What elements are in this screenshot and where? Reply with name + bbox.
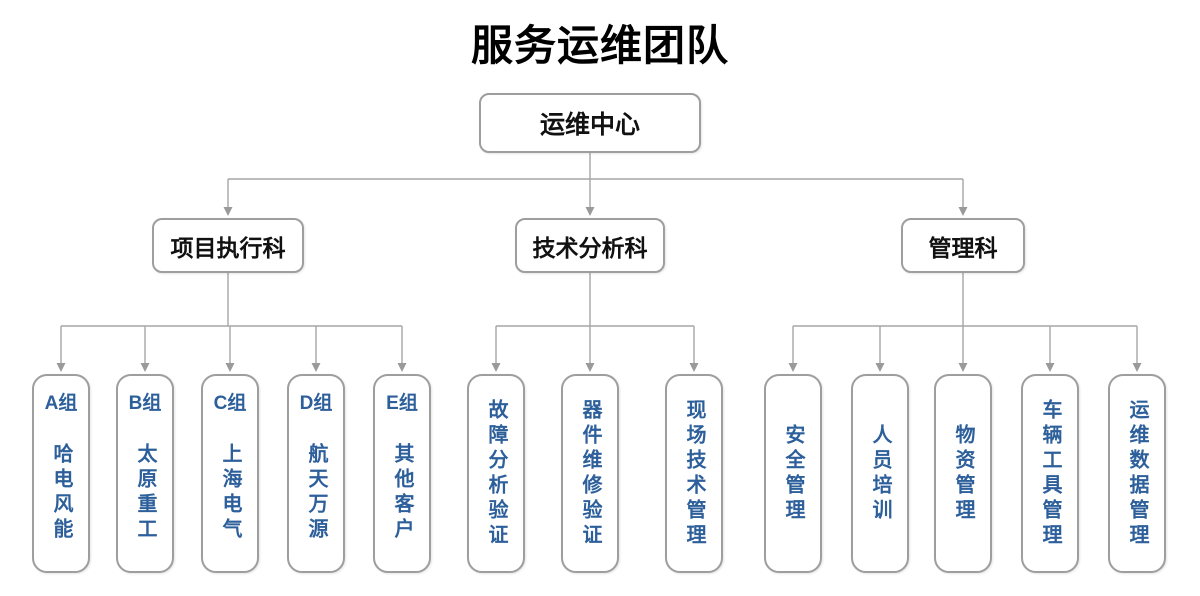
node-label: 其他客户: [391, 443, 413, 543]
arrowheads: [56, 207, 1142, 372]
node-label: 安全管理: [782, 423, 804, 524]
node-label: 车辆工具管理: [1039, 398, 1061, 549]
node-section-project-execution: 项目执行科: [152, 218, 304, 273]
node-label: 运维数据管理: [1126, 398, 1148, 549]
group-label: D组: [299, 393, 333, 414]
node-safety-management: 安全管理: [764, 374, 822, 573]
connector-paths: [60, 153, 1138, 363]
chart-title: 服务运维团队: [470, 22, 729, 69]
node-fault-analysis-verification: 故障分析验证: [467, 374, 525, 573]
node-label: 物资管理: [952, 423, 974, 524]
section-label: 管理科: [928, 234, 998, 261]
node-label: 现场技术管理: [683, 398, 705, 549]
node-label: 器件维修验证: [579, 398, 601, 549]
section-label: 项目执行科: [170, 234, 286, 261]
node-group-d-aerospace-wanyuan: D组 航天万源: [287, 374, 345, 573]
node-group-b-taiyuan-heavy: B组 太原重工: [116, 374, 174, 573]
node-group-c-shanghai-electric: C组 上海电气: [201, 374, 259, 573]
node-group-a-hadian-wind: A组 哈电风能: [32, 374, 90, 573]
node-label: 航天万源: [305, 443, 327, 543]
node-root-label: 运维中心: [539, 111, 640, 139]
node-component-repair-verification: 器件维修验证: [561, 374, 619, 573]
node-group-e-other-customers: E组 其他客户: [373, 374, 431, 573]
group-label: A组: [44, 393, 78, 414]
node-personnel-training: 人员培训: [851, 374, 909, 573]
node-label: 人员培训: [869, 423, 891, 524]
node-om-data-management: 运维数据管理: [1108, 374, 1166, 573]
node-label: 太原重工: [134, 443, 156, 543]
node-label: 故障分析验证: [485, 398, 507, 549]
node-label: 上海电气: [219, 443, 241, 543]
node-material-management: 物资管理: [934, 374, 992, 573]
section-label: 技术分析科: [532, 234, 648, 261]
group-label: E组: [386, 393, 418, 414]
node-vehicle-tool-management: 车辆工具管理: [1021, 374, 1079, 573]
node-section-technical-analysis: 技术分析科: [515, 218, 665, 273]
group-label: C组: [213, 393, 247, 414]
node-onsite-technical-management: 现场技术管理: [665, 374, 723, 573]
node-label: 哈电风能: [50, 443, 72, 543]
node-section-management: 管理科: [901, 218, 1025, 273]
node-root-operations-center: 运维中心: [479, 93, 701, 153]
group-label: B组: [128, 393, 162, 414]
